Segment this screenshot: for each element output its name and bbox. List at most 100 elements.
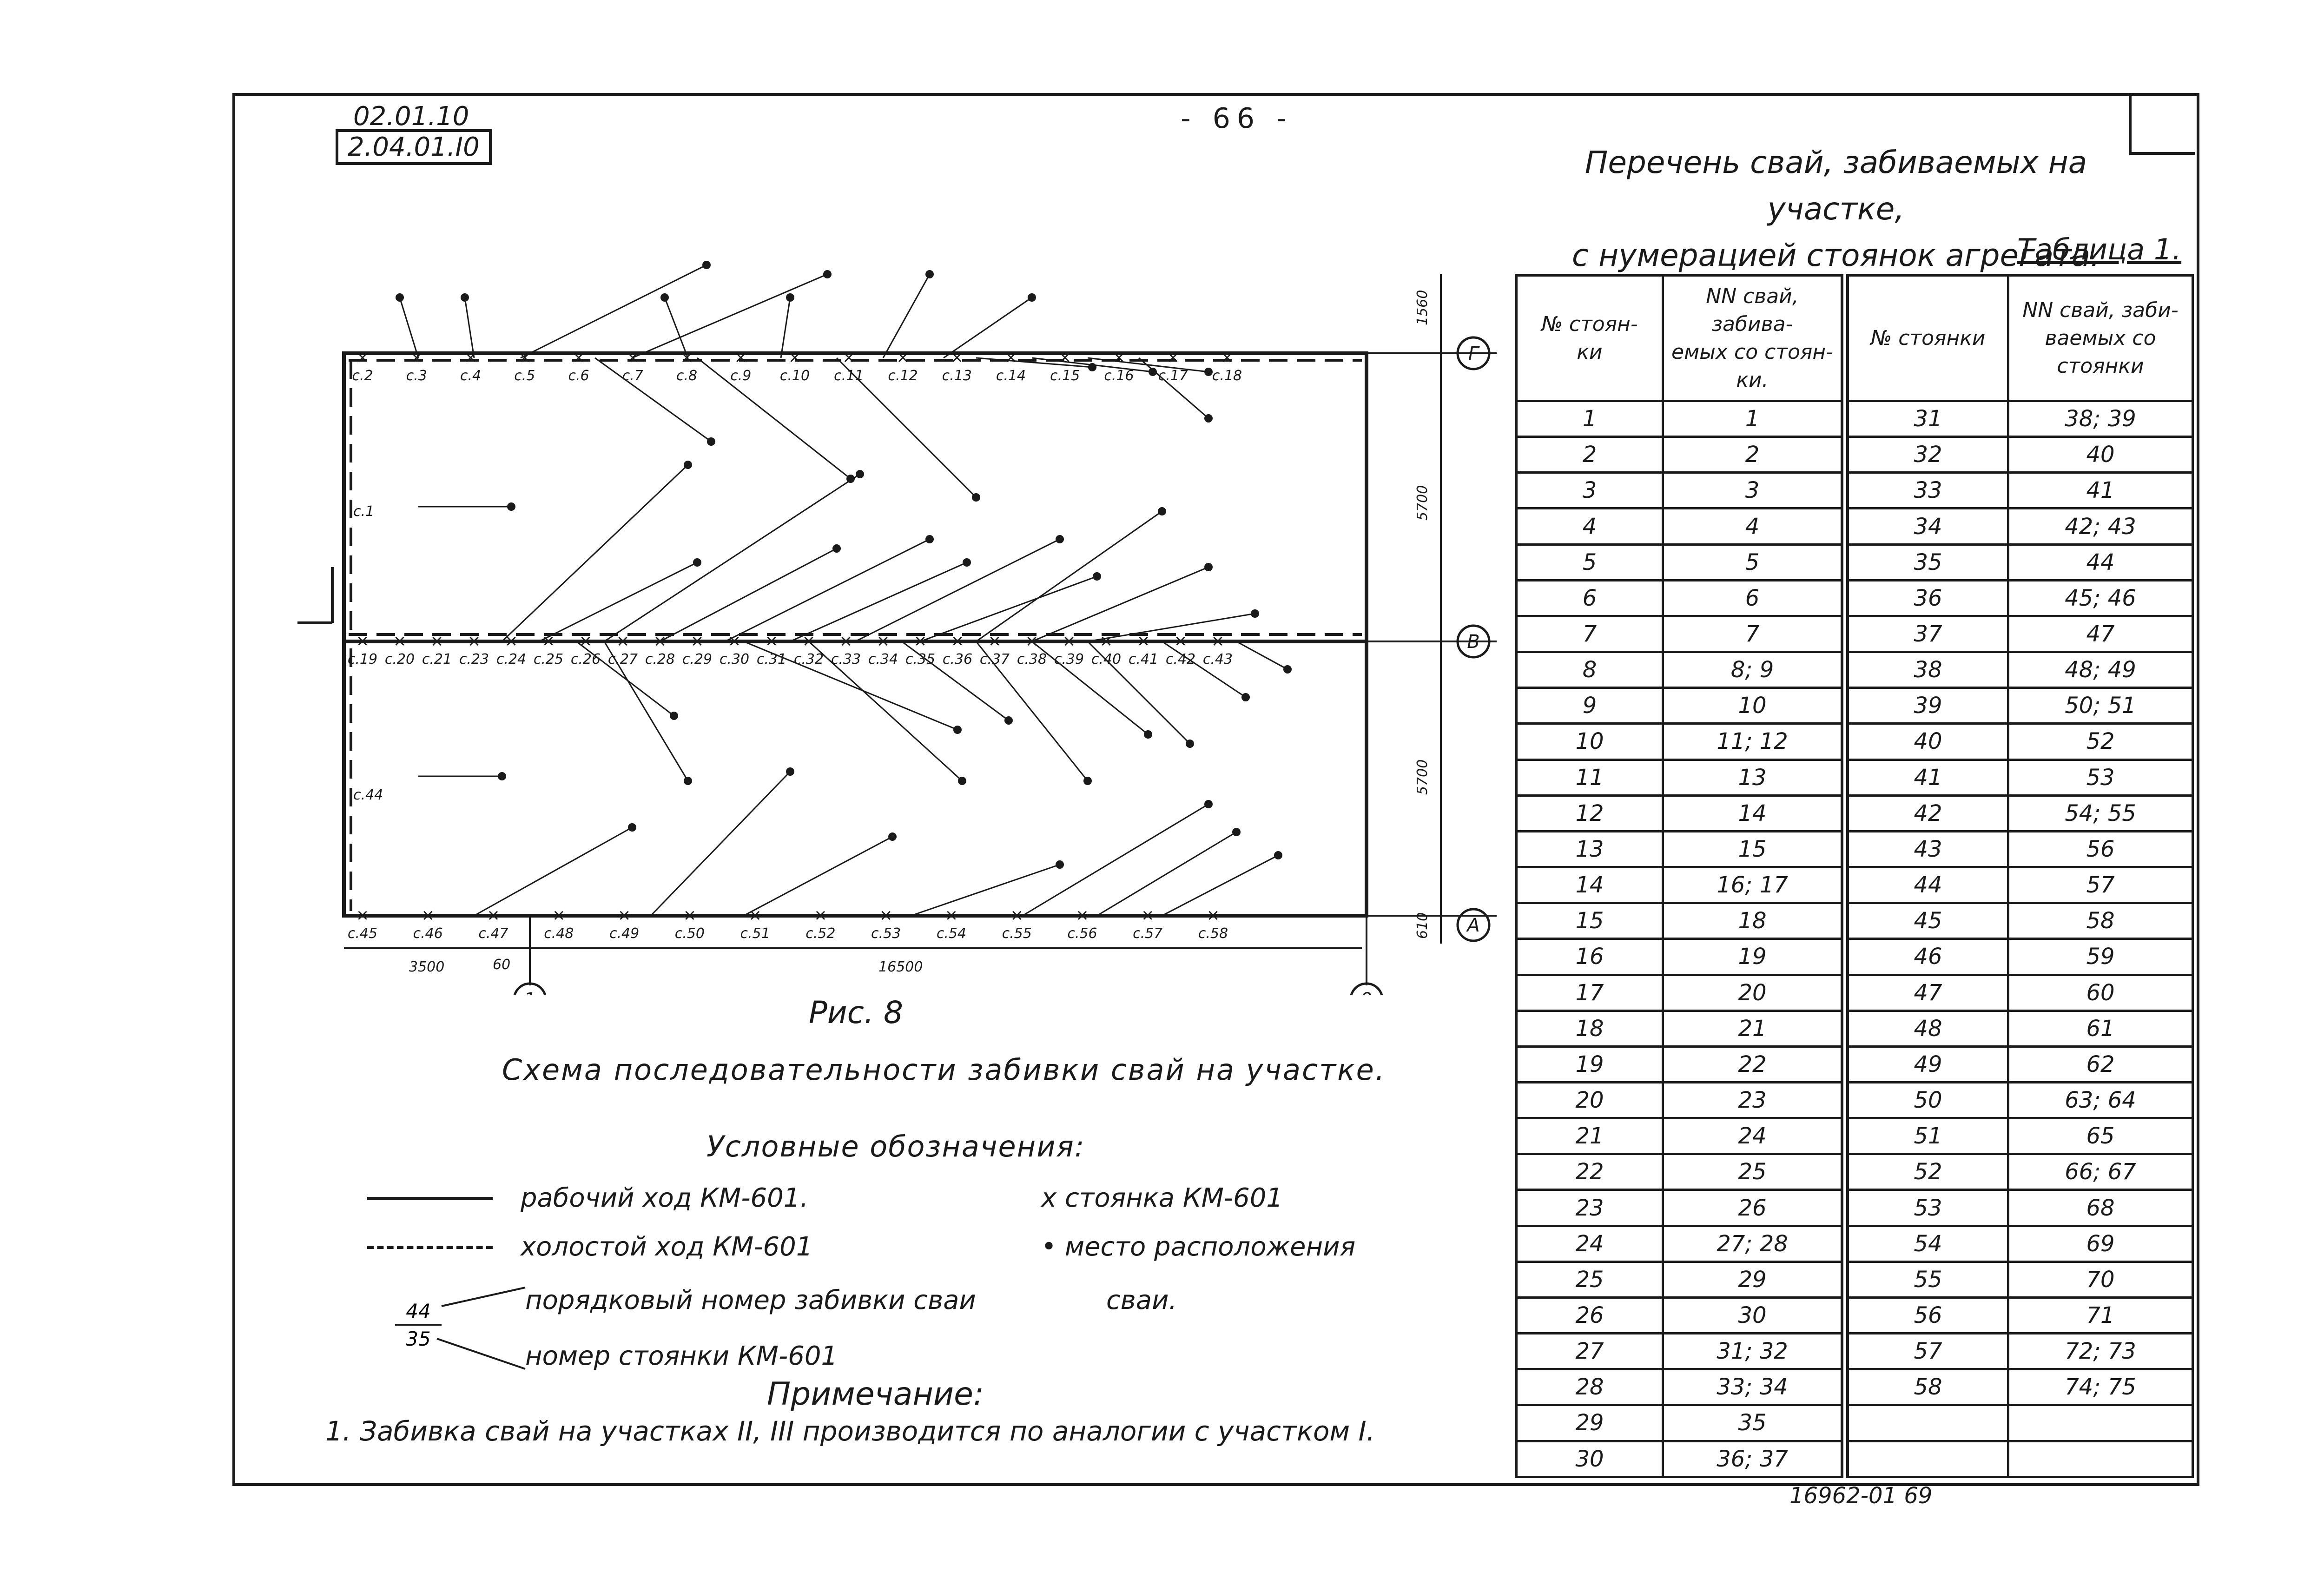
- table-cell: 51: [1843, 1117, 2009, 1156]
- table-cell: 59: [2007, 938, 2194, 976]
- station-top-label: c.10: [780, 368, 810, 384]
- station-bottom-cross: ×: [1207, 906, 1220, 925]
- station-mid-cross: ×: [691, 632, 704, 650]
- station-top-label: c.3: [406, 368, 427, 384]
- table-cell: 6: [1662, 579, 1849, 617]
- table-cell: 57: [2007, 866, 2194, 905]
- station-mid-cross: ×: [616, 632, 630, 650]
- table-cell: 18: [1662, 902, 1849, 940]
- axis-b-label: В: [1467, 631, 1479, 653]
- pile-marker: [832, 544, 841, 553]
- pile-leader-line: [780, 297, 791, 358]
- pile-leader-line: [464, 297, 475, 358]
- table-header-cell: NN свай, заби- ваемых со стоянки: [2007, 274, 2194, 402]
- doc-code-top: 02.01.10: [353, 101, 469, 132]
- pile-marker: [1093, 572, 1101, 581]
- pile-leader-line: [1087, 613, 1255, 642]
- table-cell: 27: [1515, 1332, 1664, 1371]
- station-mid-label: c.26: [571, 651, 601, 667]
- station-bottom-label: c.53: [871, 925, 901, 942]
- station-mid-label: c.41: [1129, 651, 1158, 667]
- table-cell: 42: [1843, 794, 2009, 832]
- station-mid-label: c.34: [868, 651, 898, 667]
- pile-leader-line: [1031, 566, 1209, 642]
- pile-leader-line: [743, 836, 893, 917]
- pile-leader-line: [1236, 641, 1288, 670]
- pile-leader-line: [474, 826, 633, 917]
- table-cell: 55: [1843, 1260, 2009, 1299]
- station-side-1: c.1: [353, 503, 374, 520]
- pile-marker: [628, 823, 636, 832]
- pile-marker: [1251, 609, 1259, 618]
- pile-marker: [684, 461, 692, 469]
- table-cell: 28: [1515, 1368, 1664, 1407]
- pile-marker: [1274, 851, 1282, 859]
- pile-leader-line: [976, 510, 1162, 642]
- table-cell: 69: [2007, 1224, 2194, 1263]
- pile-leader-line: [1162, 854, 1279, 917]
- axis-9-label: 9: [1360, 989, 1372, 995]
- pile-marker: [963, 558, 971, 567]
- pile-leader-line: [975, 641, 1089, 781]
- pile-markers: [396, 261, 1292, 869]
- table-cell: 65: [2007, 1117, 2194, 1156]
- pile-leader-line: [697, 357, 851, 480]
- axis-9-marker: [1350, 982, 1383, 995]
- table-cell: 45: [1843, 902, 2009, 940]
- table-cell: 1: [1662, 399, 1849, 438]
- station-top-cross: ×: [896, 348, 910, 367]
- station-mid-label: c.20: [385, 651, 415, 667]
- station-top-label: c.17: [1158, 368, 1188, 384]
- station-mid-label: c.29: [682, 651, 712, 667]
- pile-leader-line: [604, 473, 860, 642]
- dim-bottom-total: 16500: [878, 959, 923, 975]
- station-mid-cross: ×: [765, 632, 779, 650]
- table-cell: 2: [1662, 436, 1849, 474]
- station-bottom-label: c.56: [1067, 925, 1097, 942]
- station-mid-cross: ×: [877, 632, 890, 650]
- station-mid-label: c.31: [757, 651, 786, 667]
- station-mid-label: c.43: [1203, 651, 1233, 667]
- pile-marker: [1056, 535, 1064, 543]
- station-mid-cross: ×: [542, 632, 555, 650]
- pile-marker: [1232, 828, 1241, 836]
- table-cell: 10: [1515, 722, 1664, 761]
- table-cell: [1843, 1440, 2009, 1479]
- table-cell: 53: [2007, 758, 2194, 797]
- table-cell: 32: [1843, 436, 2009, 474]
- station-bottom-label: c.47: [478, 925, 508, 942]
- axis-g-marker: [1456, 336, 1491, 370]
- station-top-cross: ×: [1221, 348, 1234, 367]
- pile-marker: [702, 261, 711, 269]
- table-cell: 54; 55: [2007, 794, 2194, 832]
- pile-driving-plan: ×c.2×c.3×c.4×c.5×c.6×c.7×c.8×c.9×c.10×c.…: [297, 261, 1497, 995]
- legend-working-label: рабочий ход КМ-601.: [521, 1183, 809, 1213]
- station-marks: ×c.2×c.3×c.4×c.5×c.6×c.7×c.8×c.9×c.10×c.…: [348, 348, 1242, 942]
- table-cell: 29: [1515, 1404, 1664, 1442]
- legend-solid-line: [367, 1197, 493, 1200]
- pile-leader-line: [743, 641, 958, 731]
- table-cell: 52: [2007, 722, 2194, 761]
- station-mid-label: c.27: [608, 651, 638, 667]
- table-header-cell: NN свай, забива- емых со стоян- ки.: [1662, 274, 1849, 402]
- station-mid-label: c.35: [905, 651, 935, 667]
- table-cell: 61: [2007, 1009, 2194, 1048]
- station-mid-cross: ×: [1063, 632, 1076, 650]
- pile-leader-line: [882, 274, 931, 358]
- table-cell: 21: [1662, 1009, 1849, 1048]
- archive-stamp: 16962-01 69: [1789, 1483, 1933, 1509]
- table-cell: 57: [1843, 1332, 2009, 1371]
- table-cell: 56: [1843, 1296, 2009, 1335]
- station-bottom-label: c.57: [1133, 925, 1162, 942]
- table-cell: 48; 49: [2007, 651, 2194, 689]
- station-top-label: c.16: [1104, 368, 1134, 384]
- pile-leader-line: [836, 357, 977, 498]
